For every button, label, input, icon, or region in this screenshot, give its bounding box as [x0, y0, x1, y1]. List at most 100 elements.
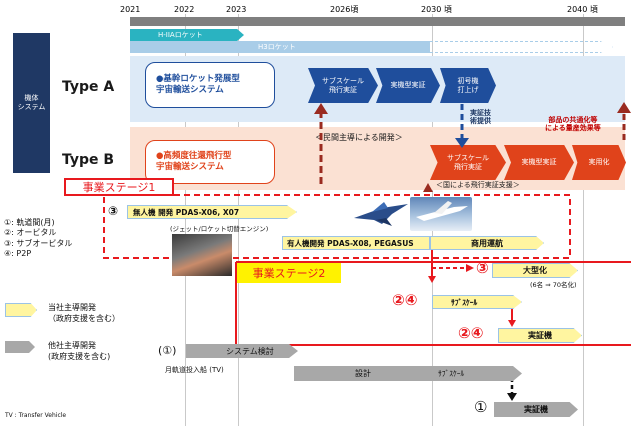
stage1-label: 事業ステージ1	[64, 178, 174, 196]
manned-dev-label: 有人機開発 PDAS-X08, PEGASUS	[287, 238, 414, 248]
engine-photo	[172, 234, 232, 276]
unmanned-dev-bar: 無人機 開発 PDAS-X06, X07	[127, 205, 297, 219]
legend-other-swatch	[5, 341, 35, 353]
legend-company-line1: 当社主導開発	[48, 303, 96, 312]
h3-label: H3ロケット	[258, 43, 296, 51]
scale-up-label: 大型化	[523, 266, 547, 275]
design-label: 設計	[355, 369, 371, 378]
tech-transfer-line2: 術提供	[470, 117, 491, 126]
type-b-step-full-demo: 実機型実証	[504, 145, 574, 180]
scale-up-bar: 大型化	[492, 263, 578, 278]
stage1-label-text: 事業ステージ1	[82, 181, 156, 194]
scale-up-note: (6名 ⇒ 70名化)	[530, 281, 577, 289]
demo-company-label: 実証機	[528, 331, 552, 340]
commonality-label: 部品の共通化等 による量産効果等	[545, 116, 601, 133]
type-a-system-line1: ●基幹ロケット発展型	[156, 73, 240, 84]
type-b-step1-line2: 飛行実証	[454, 162, 482, 171]
number-legend: ①: 軌道間(月) ②: オービタル ③: サブオービタル ④: P2P	[0, 215, 82, 283]
type-b-system-box: ●高頻度往還飛行型 宇宙輸送システム	[145, 140, 275, 184]
other-subscale-arrowhead	[507, 393, 517, 401]
vehicle-system-line1: 機体	[24, 94, 39, 103]
badge-two-four-a: ②④	[392, 291, 418, 309]
legend-3: ③: サブオービタル	[4, 238, 73, 248]
h3-extension-dashed	[430, 41, 613, 53]
year-2040: 2040 頃	[567, 5, 598, 14]
to-scaleup-arrowhead	[466, 264, 474, 272]
support-up-arrowhead	[423, 183, 433, 192]
footnote: TV : Transfer Vehicle	[5, 412, 67, 419]
legend-other-line2: (政府支援を含む)	[48, 352, 111, 362]
passenger-plane-shape	[416, 201, 468, 221]
legend-2: ②: オービタル	[4, 228, 57, 238]
type-a-system-box: ●基幹ロケット発展型 宇宙輸送システム	[145, 62, 275, 108]
gridline-2040	[583, 14, 584, 426]
type-a-step3-line2: 打上げ	[457, 85, 479, 94]
badge-one-paren: (①)	[158, 344, 177, 357]
system-study-bar: システム検討	[186, 344, 298, 358]
timeline-band	[130, 17, 625, 26]
subscale-company-bar: ｻﾌﾞｽｹｰﾙ	[432, 295, 522, 309]
type-a-system-line2: 宇宙輸送システム	[156, 85, 224, 95]
type-a-step-subscale: サブスケール 飛行実証	[308, 68, 378, 103]
type-a-step3-line1: 初号機	[457, 77, 479, 86]
manned-dev-bar: 有人機開発 PDAS-X08, PEGASUS	[282, 236, 430, 250]
gridline-2023	[238, 14, 239, 426]
year-2030: 2030 頃	[421, 5, 452, 14]
badge-three-row: ③	[476, 259, 489, 277]
stage2-label: 事業ステージ2	[237, 263, 341, 283]
subscale-to-demo-arrowhead	[508, 320, 516, 327]
year-2023: 2023	[226, 5, 247, 14]
year-2026: 2026頃	[330, 5, 359, 14]
dashed-up-arrowhead-left	[314, 103, 328, 114]
tech-transfer-line1: 実証技	[470, 109, 491, 117]
tech-transfer-arrowhead	[455, 138, 469, 148]
type-a-step1-line2: 飛行実証	[329, 85, 357, 94]
type-a-step-full-demo: 実機型実証	[376, 68, 440, 103]
type-b-system-line1: ●高頻度往還飛行型	[156, 150, 232, 161]
commonality-line2: による量産効果等	[545, 124, 601, 133]
badge-three-top: ③	[108, 204, 119, 218]
h3-rocket-bar: H3ロケット	[130, 41, 430, 53]
unmanned-note: (ジェット/ロケット切替エンジン)	[170, 225, 269, 233]
gridline-2022	[185, 14, 186, 426]
private-dev-label: ＜民間主導による開発＞	[315, 133, 403, 142]
legend-company-text: 当社主導開発 （政府支援を含む）	[48, 302, 120, 324]
badge-one-bottom: ①	[474, 398, 488, 416]
type-b-step-practical: 実用化	[572, 145, 626, 180]
dashed-up-arrowhead-right	[617, 102, 631, 113]
type-b-system-line2: 宇宙輸送システム	[156, 162, 224, 172]
stage1-dashed-frame	[103, 194, 571, 259]
year-2021: 2021	[120, 5, 141, 14]
commonality-line1: 部品の共通化等	[548, 116, 598, 124]
passenger-plane-image	[410, 197, 472, 231]
vehicle-system-box: 機体 システム	[13, 33, 50, 173]
vehicle-system-line2: システム	[17, 103, 46, 111]
type-b-label: Type B	[62, 152, 115, 168]
legend-company-line2: （政府支援を含む）	[48, 314, 120, 324]
demo-other-label: 実証機	[524, 405, 548, 414]
commercial-down-arrowhead	[428, 276, 436, 283]
system-study-label: システム検討	[226, 346, 274, 356]
type-a-label: Type A	[62, 79, 115, 95]
lunar-tv-label: 月軌道投入船 (TV)	[165, 366, 224, 374]
subscale-other-bar: ｻﾌﾞｽｹｰﾙ	[432, 366, 522, 381]
type-a-step-first-launch: 初号機 打上げ	[440, 68, 496, 103]
legend-other-line1: 他社主導開発	[48, 341, 96, 350]
type-b-step2-line1: 実機型実証	[521, 158, 557, 167]
design-bar: 設計	[294, 366, 432, 381]
type-b-step3-line1: 実用化	[588, 158, 610, 167]
type-a-step1-line1: サブスケール	[322, 77, 364, 86]
legend-other-text: 他社主導開発 (政府支援を含む)	[48, 340, 110, 362]
demo-other-bar: 実証機	[494, 402, 578, 417]
unmanned-dev-label: 無人機 開発 PDAS-X06, X07	[133, 207, 240, 217]
type-b-step-subscale: サブスケール 飛行実証	[430, 145, 506, 180]
legend-4: ④: P2P	[4, 249, 32, 259]
commercial-operation-label: 商用運航	[471, 238, 503, 248]
subscale-other-label: ｻﾌﾞｽｹｰﾙ	[438, 369, 465, 378]
type-a-step2-line1: 実機型実証	[390, 81, 426, 90]
badge-two-four-b: ②④	[458, 324, 484, 342]
spaceplane-image	[354, 202, 408, 226]
stage2-label-text: 事業ステージ2	[252, 267, 326, 280]
legend-1: ①: 軌道間(月)	[4, 218, 55, 227]
